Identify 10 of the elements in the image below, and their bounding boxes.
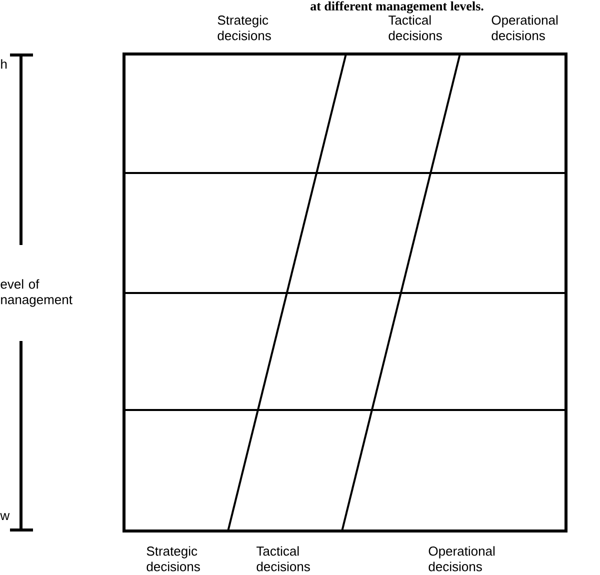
decision-label: Tactical decisions xyxy=(388,15,442,40)
decision-label: Strategic decisions xyxy=(146,546,200,572)
axis-label: h xyxy=(1,59,7,69)
axis-label: w xyxy=(0,513,10,520)
decision-label: Operational decisions xyxy=(428,546,495,572)
decision-label: Tactical decisions xyxy=(256,546,310,572)
title: at different management levels. xyxy=(310,1,484,14)
axis-label: evel of nanagement xyxy=(0,279,72,307)
decision-label: Operational decisions xyxy=(492,15,558,40)
decision-label: Strategic decisions xyxy=(218,15,271,40)
